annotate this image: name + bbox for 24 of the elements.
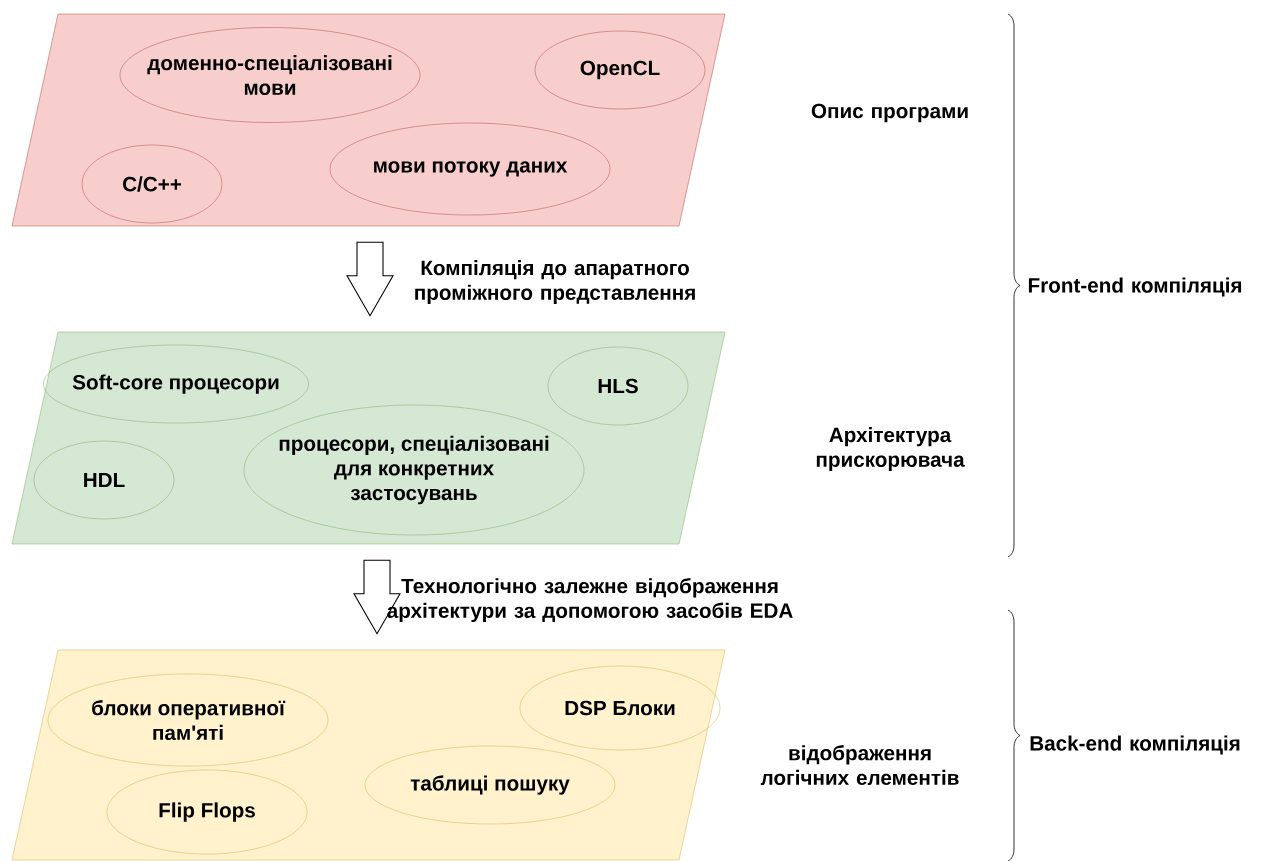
stage-label: Опис програми [811, 103, 968, 123]
stage-label: Архітектура прискорювача [816, 427, 965, 471]
edge-label: Технологічно залежне відображення архітектури за допомогою засобів EDA [387, 577, 793, 623]
ellipse-node: Soft-core процесори [43, 344, 309, 424]
ellipse-node: доменно-спеціалізовані мови [119, 27, 421, 123]
phase-label: Back-end компіляція [1030, 735, 1240, 755]
ellipse-node: таблиці пошуку [364, 745, 616, 825]
ellipse-node: HLS [547, 346, 689, 426]
ellipse-node: процесори, спеціалізовані для конкретних застосувань [243, 404, 585, 536]
ellipse-node: блоки оперативної пам'яті [47, 673, 329, 767]
block-arrow [346, 241, 394, 317]
ellipse-node: мови потоку даних [329, 122, 611, 216]
ellipse-node: OpenCL [534, 30, 706, 110]
ellipse-node: Flip Flops [106, 769, 308, 855]
block-arrow [353, 559, 401, 635]
phase-label: Front-end компіляція [1028, 277, 1242, 297]
stage-label: відображення логічних елементів [760, 745, 959, 786]
ellipse-node: C/C++ [81, 144, 223, 224]
parallelogram-panel [11, 649, 726, 861]
parallelogram-panel [11, 13, 726, 227]
ellipse-node: DSP Блоки [519, 665, 721, 751]
edge-label: Компіляція до апаратного проміжного представлення [415, 260, 695, 304]
parallelogram-panel [11, 331, 726, 545]
ellipse-node: HDL [33, 440, 175, 520]
